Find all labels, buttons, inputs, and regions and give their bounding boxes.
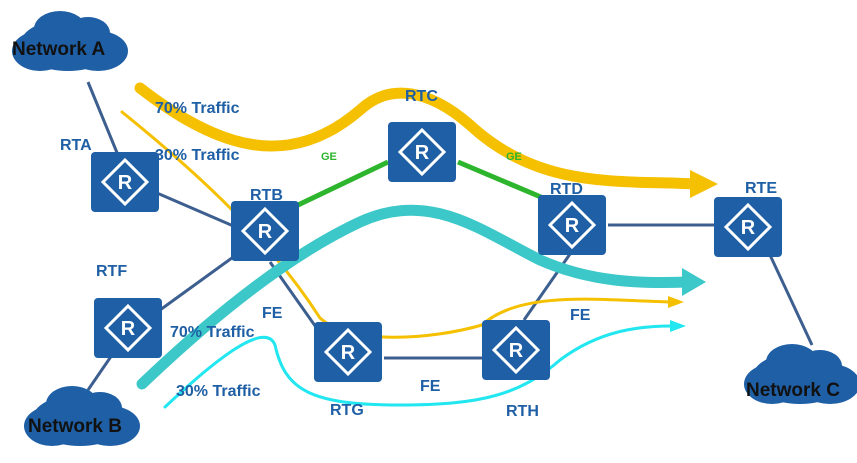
router-rte-label: RTE [745,180,777,197]
flow-b-30-cyan [163,324,674,409]
link-rte-networkc [768,254,814,346]
ge-link-rtc-rtd [457,159,549,203]
flow-b-30-arrowhead [670,320,686,332]
ge-link-rtb-rtc [296,159,390,208]
router-rtb-label: RTB [250,187,283,204]
network-b-label: Network B [28,416,122,437]
network-a-label: Network A [12,39,106,60]
router-rth[interactable]: R [482,320,550,380]
traffic-a-70-label: 70% Traffic [155,100,240,117]
router-icon-letter: R [121,318,136,340]
flow-a-70-arrowhead [690,170,718,198]
router-icon-letter: R [509,340,524,362]
ge-links [296,159,549,208]
router-icon-letter: R [258,221,273,243]
router-rtf[interactable]: R [94,298,162,358]
link-rtf-networkb [86,354,114,391]
router-rtf-label: RTF [96,263,127,280]
router-icon-letter: R [741,217,756,239]
fe-label-rtb-rtg: FE [262,305,283,322]
links [86,81,814,391]
router-rta[interactable]: R [91,152,159,212]
fe-label-rtg-rth: FE [420,378,441,395]
router-rth-label: RTH [506,403,539,420]
flow-a-30-arrowhead [668,296,684,308]
flow-b-70-teal [136,204,694,390]
router-icon-letter: R [415,142,430,164]
flow-a-70-gold [134,82,701,190]
link-rta-rtb [149,188,239,230]
router-rte[interactable]: R [714,197,782,257]
ge-label-right: GE [506,151,522,163]
router-rtd-label: RTD [550,181,583,198]
link-networka-rta [86,81,122,161]
router-rtg[interactable]: R [314,322,382,382]
router-rtd[interactable]: R [538,195,606,255]
traffic-b-70-label: 70% Traffic [170,324,255,341]
link-rtf-rtb [159,253,237,312]
router-rtc[interactable]: R [388,122,456,182]
traffic-a-30-label: 30% Traffic [155,147,240,164]
router-rta-label: RTA [60,137,92,154]
ge-label-left: GE [321,151,337,163]
router-icon-letter: R [565,215,580,237]
network-c-label: Network C [746,380,840,401]
router-rtb[interactable]: R [231,201,299,261]
router-icon-letter: R [341,342,356,364]
router-rtg-label: RTG [330,402,364,419]
router-icon-letter: R [118,172,133,194]
fe-label-rth-out: FE [570,307,591,324]
router-rtc-label: RTC [405,88,438,105]
flow-b-70-arrowhead [682,268,706,296]
traffic-b-30-label: 30% Traffic [176,383,261,400]
